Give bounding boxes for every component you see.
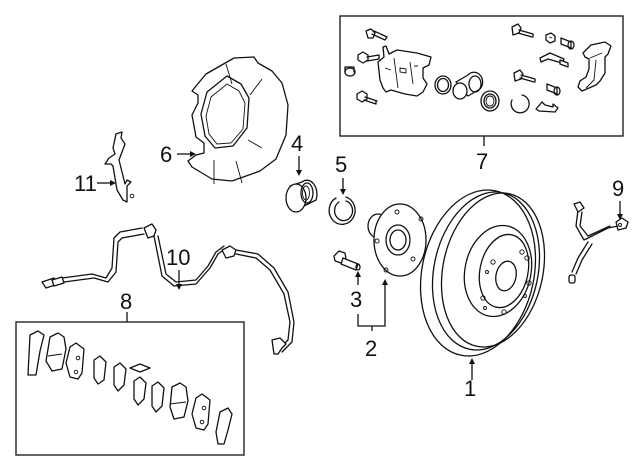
callout-1: 1 <box>464 376 476 401</box>
hub-bolt-icon <box>333 250 361 271</box>
callout-2: 2 <box>365 336 377 361</box>
callout-11: 11 <box>74 171 97 196</box>
caliper-bracket-icon <box>577 41 612 92</box>
bracket-icon <box>104 131 135 203</box>
callout-9: 9 <box>612 176 624 201</box>
piston-seal-icon <box>434 75 452 95</box>
caliper-body-icon <box>377 45 432 97</box>
callout-8: 8 <box>120 289 132 314</box>
brake-pad-icon <box>27 330 233 445</box>
callout-4: 4 <box>291 131 303 156</box>
callout-10: 10 <box>166 245 190 270</box>
boot-icon <box>560 37 575 50</box>
retaining-ring-icon <box>510 94 530 114</box>
callout-3: 3 <box>350 287 362 312</box>
pad-clip-icon <box>539 52 569 68</box>
caliper-bushing-icon <box>344 66 356 77</box>
abs-sensor-harness-icon <box>41 223 295 355</box>
brake-rotor-icon <box>419 189 546 357</box>
caliper-bolt-icon <box>365 28 388 41</box>
piston-icon <box>452 71 484 100</box>
splash-shield-icon <box>187 56 289 184</box>
boot-icon <box>546 83 561 96</box>
guide-pin-icon <box>513 69 536 83</box>
brake-hose-icon <box>568 201 629 284</box>
caliper-bolt-icon <box>356 90 378 105</box>
caliper-bolt-icon <box>357 51 380 64</box>
wheel-bearing-icon <box>285 179 318 213</box>
snap-ring-icon <box>328 196 356 226</box>
pad-set-box <box>15 312 245 456</box>
piston-boot-icon <box>480 90 500 112</box>
guide-pin-icon <box>511 23 534 38</box>
callout-5: 5 <box>335 152 347 177</box>
callout-7: 7 <box>476 149 488 174</box>
caliper-kit-box <box>339 15 624 146</box>
pad-clip-icon <box>535 101 559 113</box>
bolt-cap-icon <box>545 32 556 44</box>
callout-6: 6 <box>160 142 172 167</box>
wheel-hub-icon <box>367 203 427 277</box>
